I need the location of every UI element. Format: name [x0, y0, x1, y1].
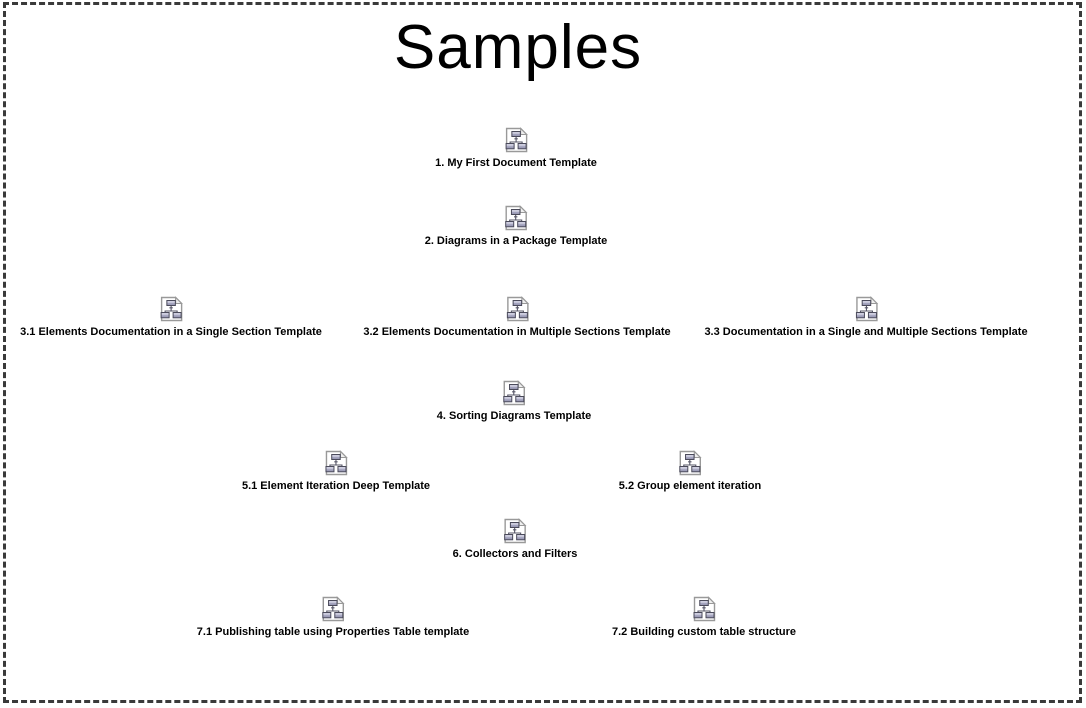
document-template-icon	[502, 126, 530, 154]
node-label: 5.2 Group element iteration	[618, 480, 762, 492]
node-2-diagrams-in-a-package-template[interactable]: 2. Diagrams in a Package Template	[424, 204, 608, 248]
document-template-icon	[690, 595, 718, 623]
node-3-2-multiple-sections-template[interactable]: 3.2 Elements Documentation in Multiple S…	[363, 295, 671, 339]
node-label: 1. My First Document Template	[435, 157, 597, 169]
node-label: 4. Sorting Diagrams Template	[436, 410, 592, 422]
node-label: 2. Diagrams in a Package Template	[424, 235, 608, 247]
node-3-3-single-and-multiple-sections-template[interactable]: 3.3 Documentation in a Single and Multip…	[704, 295, 1028, 339]
document-template-icon	[852, 295, 880, 323]
node-5-1-element-iteration-deep-template[interactable]: 5.1 Element Iteration Deep Template	[242, 449, 430, 493]
node-7-1-publishing-properties-table-template[interactable]: 7.1 Publishing table using Properties Ta…	[197, 595, 469, 639]
document-template-icon	[501, 517, 529, 545]
document-template-icon	[157, 295, 185, 323]
node-label: 5.1 Element Iteration Deep Template	[241, 480, 431, 492]
node-6-collectors-and-filters[interactable]: 6. Collectors and Filters	[452, 517, 578, 561]
node-label: 3.1 Elements Documentation in a Single S…	[20, 326, 322, 338]
node-3-1-single-section-template[interactable]: 3.1 Elements Documentation in a Single S…	[20, 295, 322, 339]
node-label: 3.3 Documentation in a Single and Multip…	[704, 326, 1028, 338]
node-label: 3.2 Elements Documentation in Multiple S…	[363, 326, 671, 338]
document-template-icon	[500, 379, 528, 407]
node-1-my-first-document-template[interactable]: 1. My First Document Template	[435, 126, 597, 170]
page-boundary-border	[3, 2, 1082, 703]
node-label: 7.1 Publishing table using Properties Ta…	[196, 626, 470, 638]
document-template-icon	[503, 295, 531, 323]
diagram-title: Samples	[393, 13, 643, 82]
node-5-2-group-element-iteration[interactable]: 5.2 Group element iteration	[619, 449, 761, 493]
document-template-icon	[676, 449, 704, 477]
document-template-icon	[322, 449, 350, 477]
node-label: 7.2 Building custom table structure	[612, 626, 796, 638]
node-label: 6. Collectors and Filters	[452, 548, 578, 560]
node-7-2-building-custom-table-structure[interactable]: 7.2 Building custom table structure	[612, 595, 796, 639]
node-4-sorting-diagrams-template[interactable]: 4. Sorting Diagrams Template	[437, 379, 591, 423]
document-template-icon	[319, 595, 347, 623]
document-template-icon	[502, 204, 530, 232]
